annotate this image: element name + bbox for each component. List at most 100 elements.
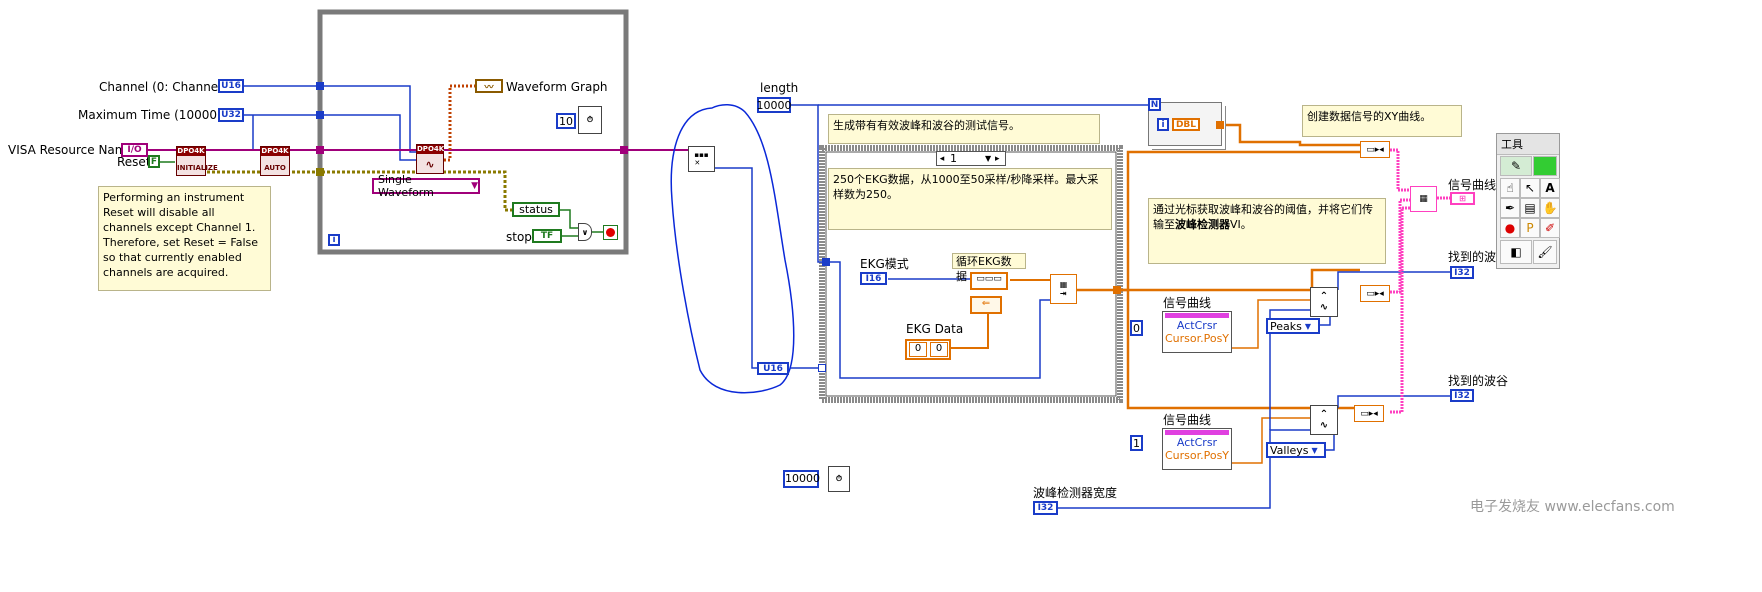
visa-close-icon[interactable]: ▪▪▪✕ [688, 146, 715, 172]
wire-channel[interactable] [244, 85, 418, 153]
max-time-control[interactable]: U32 [218, 108, 244, 122]
valleys-enum[interactable]: Valleys ▼ [1266, 442, 1326, 458]
case-next-icon[interactable]: ▸ [995, 153, 1000, 164]
or-function-icon[interactable]: ∨ [578, 223, 592, 241]
scroll-tool-icon[interactable]: ✋ [1540, 198, 1560, 218]
wire-peak-xy [1310, 268, 1360, 290]
cursor-note-bold: 波峰检测器 [1175, 218, 1230, 231]
found-peaks-indicator[interactable]: I32 [1450, 266, 1474, 279]
visa-control[interactable]: I/O [121, 143, 148, 157]
auto-text: AUTO [264, 164, 286, 172]
to-dbl-conversion[interactable]: DBL [1172, 118, 1200, 131]
max-time-label: Maximum Time (10000ms) [78, 108, 240, 122]
cursor-prop2-1[interactable]: Cursor.PosY [1164, 449, 1230, 462]
wire-found-valleys [1337, 395, 1450, 408]
acq-mode-value: Single Waveform [378, 173, 434, 199]
length-control[interactable]: 10000 [756, 97, 792, 113]
cursor-property-node-0[interactable]: ActCrsr Cursor.PosY [1162, 311, 1232, 353]
found-valleys-indicator[interactable]: I32 [1450, 389, 1474, 402]
reset-note: Performing an instrument Reset will disa… [98, 186, 271, 291]
tunnel-visa [316, 146, 324, 154]
read-waveform-vi[interactable]: DPO4K ∿ [416, 144, 444, 174]
acq-mode-enum[interactable]: Single Waveform ▼ [372, 173, 480, 199]
auto-vi[interactable]: DPO4K AUTO [260, 146, 290, 176]
wait-10000-constant[interactable]: 10000 [783, 470, 820, 488]
chevron-down-icon: ▼ [1304, 321, 1312, 331]
bundle-node-3[interactable]: ▭▸◂ [1354, 405, 1384, 422]
chevron-down-icon: ▼ [471, 181, 478, 191]
probe-tool-icon[interactable]: P [1520, 218, 1540, 238]
ekg-mode-label: EKG模式 [860, 257, 909, 271]
case-dropdown-icon[interactable]: ▼ [985, 154, 992, 163]
shortcut-menu-tool-icon[interactable]: ▤ [1520, 198, 1540, 218]
color-copy-tool-icon[interactable]: ✐ [1540, 218, 1560, 238]
ekg-data-value[interactable]: 0 [930, 342, 948, 357]
read-icon: ∿ [425, 158, 435, 171]
valley-detector-vi[interactable]: ⌃∿ [1310, 405, 1338, 435]
tools-palette[interactable]: 工具 ✎ ☝ ↖ A ✒ ▤ ✋ ● P ✐ ◧ 🖌 [1496, 133, 1560, 269]
stop-control[interactable]: TF [532, 229, 562, 243]
loop-ekg-subvi[interactable]: ▭▭▭ [970, 272, 1008, 290]
while-loop-frame[interactable] [317, 9, 629, 255]
bundle-node-2[interactable]: ▭▸◂ [1360, 285, 1390, 302]
cursor-property-node-1[interactable]: ActCrsr Cursor.PosY [1162, 428, 1232, 470]
u16-conversion[interactable]: U16 [757, 362, 789, 375]
wait-constant[interactable]: 10 [556, 113, 576, 129]
tunnel-visa-out [620, 146, 628, 154]
text-tool-icon[interactable]: A [1540, 178, 1560, 198]
hand-drawn-circle [670, 104, 795, 394]
wire-max-time[interactable] [244, 114, 418, 161]
build-xy-array[interactable]: ▦ [1410, 186, 1437, 212]
wire-xy2 [1390, 198, 1410, 294]
arrow-tool-icon[interactable]: ↖ [1520, 178, 1540, 198]
case-selector[interactable]: ◂ 1 ▼ ▸ [936, 151, 1006, 166]
wire-error-status [418, 170, 512, 212]
build-array-icon[interactable]: ▦⇥ [1050, 274, 1077, 304]
ekg-data-index[interactable]: 0 [909, 342, 927, 357]
signal-curve-indicator[interactable]: ⊞ [1450, 192, 1475, 205]
breakpoint-tool-icon[interactable]: ● [1500, 218, 1520, 238]
loop-iteration: i [328, 234, 340, 246]
coloring-tool-icon[interactable]: 🖌 [1533, 240, 1557, 264]
waveform-graph-terminal[interactable]: 〰 [475, 79, 503, 93]
channel-control[interactable]: U16 [218, 79, 244, 93]
peaks-enum[interactable]: Peaks ▼ [1266, 318, 1320, 334]
ekg-mode-control[interactable]: I16 [860, 272, 887, 285]
reset-control[interactable]: F [148, 155, 160, 168]
initialize-vi[interactable]: DPO4K INITIALIZE [176, 146, 218, 176]
cursor-note-2: VI。 [1230, 218, 1252, 231]
case-prev-icon[interactable]: ◂ [939, 153, 945, 164]
for-loop-count: N [1148, 98, 1161, 111]
read-header: DPO4K [417, 145, 445, 154]
cursor-prop2-0[interactable]: Cursor.PosY [1164, 332, 1230, 345]
wait-ms-icon[interactable]: ⏱ [578, 106, 602, 134]
cursor-prop1-0[interactable]: ActCrsr [1176, 319, 1218, 332]
reset-label: Reset [117, 155, 151, 169]
wire-waveform[interactable] [444, 84, 475, 162]
cursor-index-0[interactable]: 0 [1130, 320, 1143, 336]
signal-curve-label: 信号曲线 [1448, 178, 1497, 192]
cursor-index-1[interactable]: 1 [1130, 435, 1143, 451]
for-loop-output-tunnel [1216, 121, 1224, 129]
wait-ms-icon-2[interactable]: ⏱ [828, 466, 850, 492]
cursor-prop1-1[interactable]: ActCrsr [1176, 436, 1218, 449]
auto-tool-icon[interactable]: ✎ [1500, 156, 1532, 176]
ekg-data-array[interactable]: 0 0 [905, 339, 951, 360]
cursor-note: 通过光标获取波峰和波谷的阈值，并将它们传输至波峰检测器VI。 [1148, 198, 1386, 264]
case-structure-frame[interactable] [819, 145, 1123, 403]
auto-tool-indicator[interactable] [1533, 156, 1557, 176]
wire-to-valley [1126, 290, 1312, 410]
wiring-tool-icon[interactable]: ✒ [1500, 198, 1520, 218]
bundle-node-1[interactable]: ▭▸◂ [1360, 141, 1390, 158]
tunnel-channel [316, 82, 324, 90]
status-unbundle[interactable]: status [512, 202, 560, 217]
color-swatch-icon[interactable]: ◧ [1500, 240, 1532, 264]
feedback-node[interactable]: ⇐ [970, 296, 1002, 314]
peak-detector-vi[interactable]: ⌃∿ [1310, 287, 1338, 317]
ekg-data-label: EKG Data [906, 322, 964, 336]
width-control[interactable]: I32 [1033, 501, 1058, 515]
visa-label: VISA Resource Name [8, 143, 134, 157]
loop-ekg-label: 循环EKG数据 [952, 253, 1026, 283]
loop-condition-stop-icon[interactable] [603, 225, 618, 240]
hand-tool-icon[interactable]: ☝ [1500, 178, 1520, 198]
